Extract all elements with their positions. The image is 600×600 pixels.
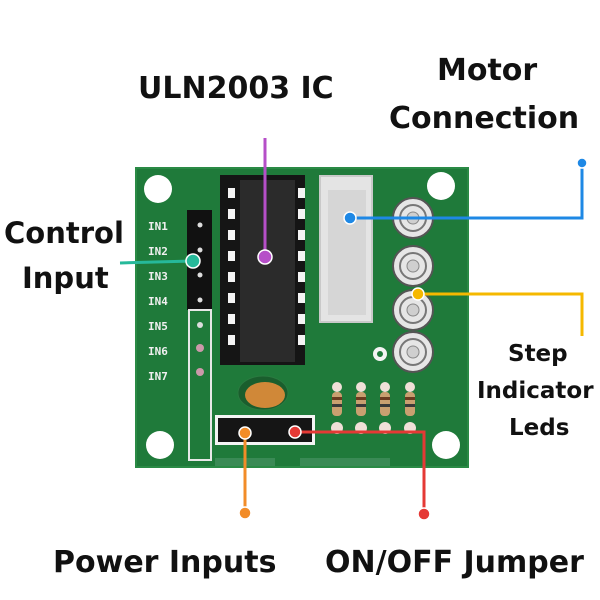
label-motor-line1: Motor (437, 53, 538, 88)
label-ic: ULN2003 IC (138, 71, 334, 106)
ic-pin (228, 272, 235, 282)
motor-end-dot (576, 157, 588, 169)
label-motor-line2: Connection (389, 101, 580, 136)
step-leader (418, 292, 584, 336)
power-dot (238, 426, 252, 440)
ic-pin (298, 272, 305, 282)
ic-pin (228, 188, 235, 198)
uln2003-chip (240, 180, 295, 362)
label-power: Power Inputs (53, 545, 277, 580)
mounting-hole (427, 172, 455, 200)
pin-label: IN6 (148, 345, 168, 358)
control-leader (119, 259, 194, 265)
label-jumper: ON/OFF Jumper (325, 545, 584, 580)
label-step-line1: Step (508, 341, 568, 367)
motor-leader (350, 163, 584, 220)
mounting-hole (144, 175, 172, 203)
pin-label: IN7 (148, 370, 168, 383)
power-end-dot (238, 506, 252, 520)
ic-pin (298, 251, 305, 261)
step-led (392, 245, 434, 287)
mounting-hole (432, 431, 460, 459)
ic-pin (298, 293, 305, 303)
ic-pin (228, 314, 235, 324)
ic-pin (298, 314, 305, 324)
label-control-line2: Input (22, 261, 109, 295)
ic-pin (228, 209, 235, 219)
ic-dot (257, 249, 273, 265)
jumper-end-dot (417, 507, 431, 521)
ic-pin (228, 230, 235, 240)
ic-pin (228, 251, 235, 261)
pin-label: IN1 (148, 220, 168, 233)
ic-pin (298, 230, 305, 240)
pin-label: IN4 (148, 295, 168, 308)
motor-dot (343, 211, 357, 225)
label-control-line1: Control (4, 216, 124, 250)
ic-pin (298, 209, 305, 219)
step-dot (411, 287, 425, 301)
pin-label: IN2 (148, 245, 168, 258)
label-step-line2: Indicator (477, 378, 594, 404)
label-step-line3: Leds (509, 415, 570, 441)
mounting-hole (146, 431, 174, 459)
ic-pin (228, 335, 235, 345)
pin-label: IN5 (148, 320, 168, 333)
pin-label: IN3 (148, 270, 168, 283)
ic-pin (298, 188, 305, 198)
jumper-leader (295, 430, 426, 514)
jumper-dot (288, 425, 302, 439)
ic-pin (228, 293, 235, 303)
ic-pin (298, 335, 305, 345)
step-led (392, 331, 434, 373)
control-dot (185, 253, 201, 269)
